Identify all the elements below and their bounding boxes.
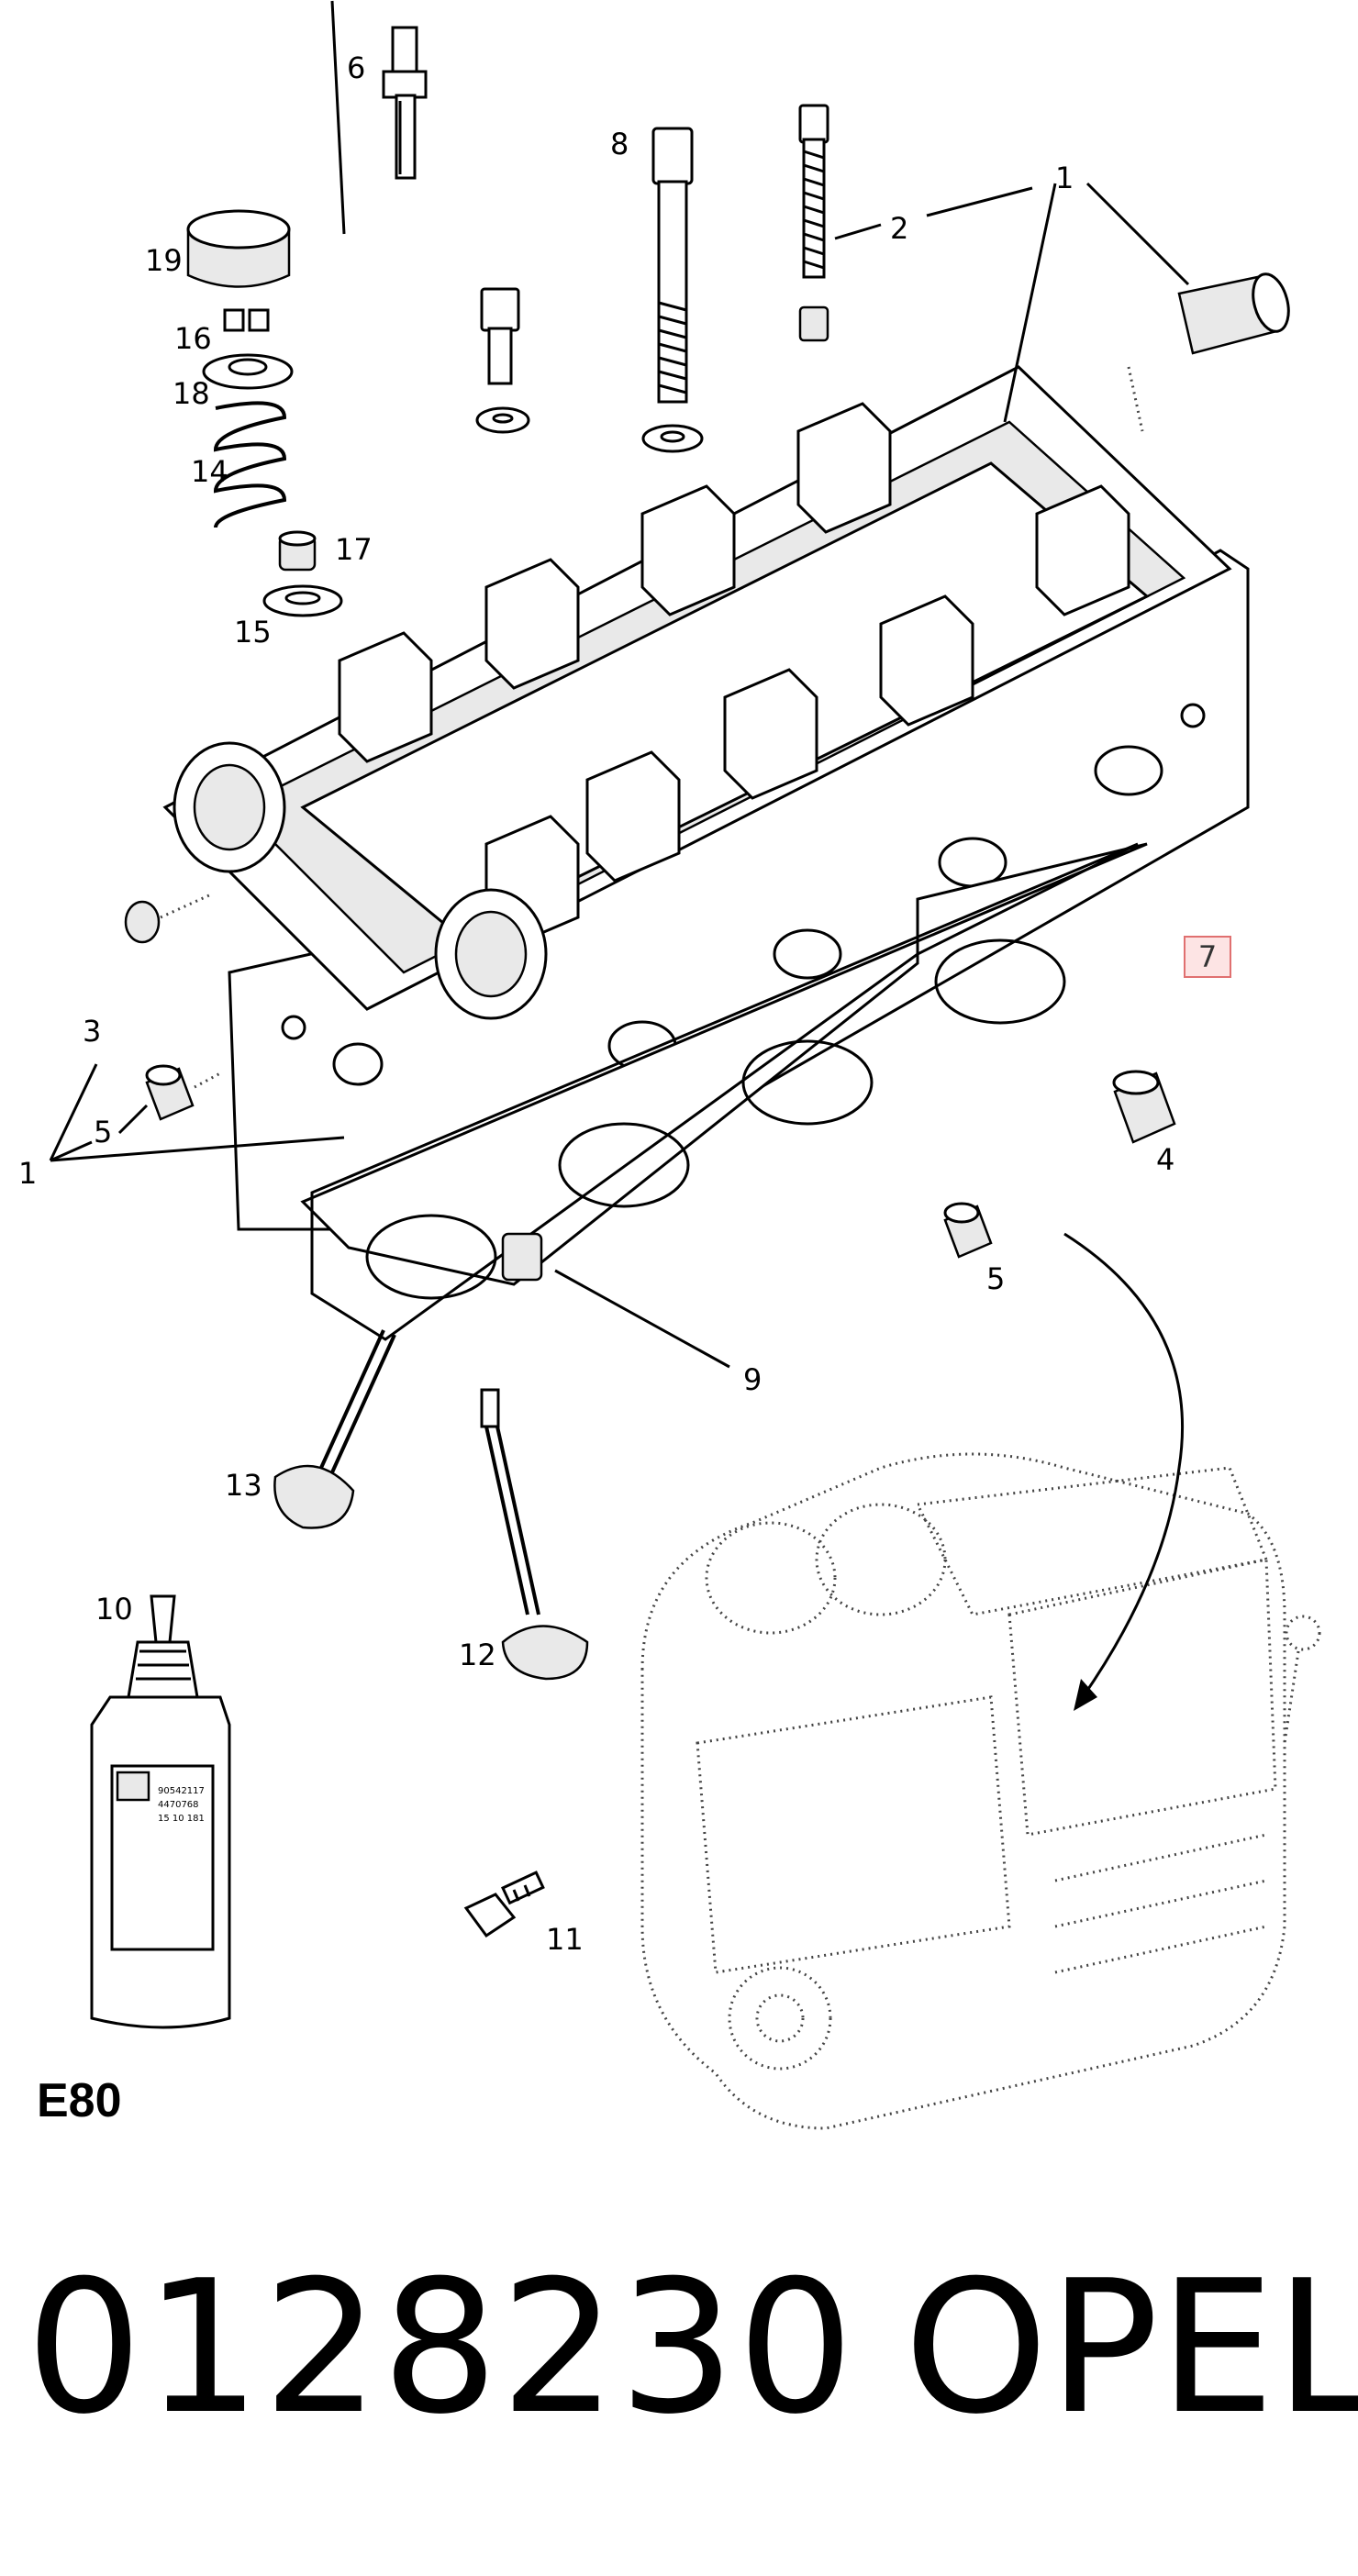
callout-4: 4 bbox=[1156, 1142, 1174, 1177]
callout-10: 10 bbox=[95, 1592, 133, 1627]
part-4-plug bbox=[1112, 1070, 1176, 1144]
bottle-label-line-2: 4470768 bbox=[158, 1800, 199, 1810]
small-bolt-with-washer bbox=[475, 287, 530, 434]
part-14-valve-spring bbox=[213, 401, 287, 528]
callout-1-top: 1 bbox=[1055, 161, 1074, 195]
part-number: 0128230 bbox=[26, 2241, 856, 2455]
part-8-cylinder-head-bolt bbox=[641, 127, 704, 453]
part-17-valve-stem-seal bbox=[278, 530, 317, 572]
callout-15: 15 bbox=[234, 615, 272, 650]
part-19-tappet bbox=[186, 209, 291, 288]
part-1-sleeve bbox=[1127, 272, 1290, 432]
callout-7-highlight[interactable]: 7 bbox=[1184, 936, 1231, 978]
part-6-screw-plug bbox=[382, 26, 428, 180]
part-15-spring-seat bbox=[262, 584, 343, 617]
part-11-bolt bbox=[463, 1871, 545, 1938]
part-9-cylinder-head-gasket bbox=[300, 842, 1148, 1341]
callout-18: 18 bbox=[173, 376, 210, 411]
bottle-label-line-3: 15 10 181 bbox=[158, 1814, 205, 1824]
callout-12: 12 bbox=[459, 1638, 496, 1672]
leader-lines bbox=[49, 0, 1190, 1369]
callout-1-left: 1 bbox=[18, 1156, 37, 1191]
part-16-valve-keepers bbox=[223, 308, 270, 332]
part-18-spring-cap bbox=[202, 353, 294, 390]
callout-14: 14 bbox=[191, 454, 228, 489]
callout-16: 16 bbox=[174, 321, 212, 356]
callout-3: 3 bbox=[83, 1014, 101, 1049]
part-5-plug-right bbox=[943, 1202, 993, 1259]
part-10-sealant-bottle: 90542117 4470768 15 10 181 bbox=[90, 1594, 231, 2029]
section-code: E80 bbox=[37, 2074, 122, 2127]
location-arrow bbox=[1063, 1232, 1184, 1711]
engine-location-view bbox=[640, 1452, 1321, 2130]
callout-5-right: 5 bbox=[986, 1261, 1005, 1296]
cylinder-head bbox=[162, 365, 1250, 1231]
part-5-plug-left bbox=[145, 1064, 221, 1121]
brand-name: OPEL bbox=[904, 2241, 1358, 2455]
callout-2: 2 bbox=[890, 211, 908, 246]
part-13-valve bbox=[273, 1329, 396, 1529]
callout-13: 13 bbox=[225, 1468, 262, 1503]
callout-17: 17 bbox=[335, 532, 373, 567]
part-12-valve bbox=[480, 1388, 589, 1681]
cylinder-head-exploded-diagram: 90542117 4470768 15 10 181 6 8 1 bbox=[18, 0, 1321, 2130]
callout-19: 19 bbox=[145, 243, 183, 278]
callout-9: 9 bbox=[743, 1362, 762, 1397]
callout-8: 8 bbox=[610, 127, 629, 161]
part-2-bolt bbox=[798, 104, 829, 342]
callout-5-left: 5 bbox=[94, 1115, 112, 1149]
callout-6: 6 bbox=[347, 50, 365, 85]
part-3-threaded-plug bbox=[124, 893, 212, 944]
bottle-label-line-1: 90542117 bbox=[158, 1786, 205, 1796]
callout-11: 11 bbox=[546, 1922, 584, 1957]
